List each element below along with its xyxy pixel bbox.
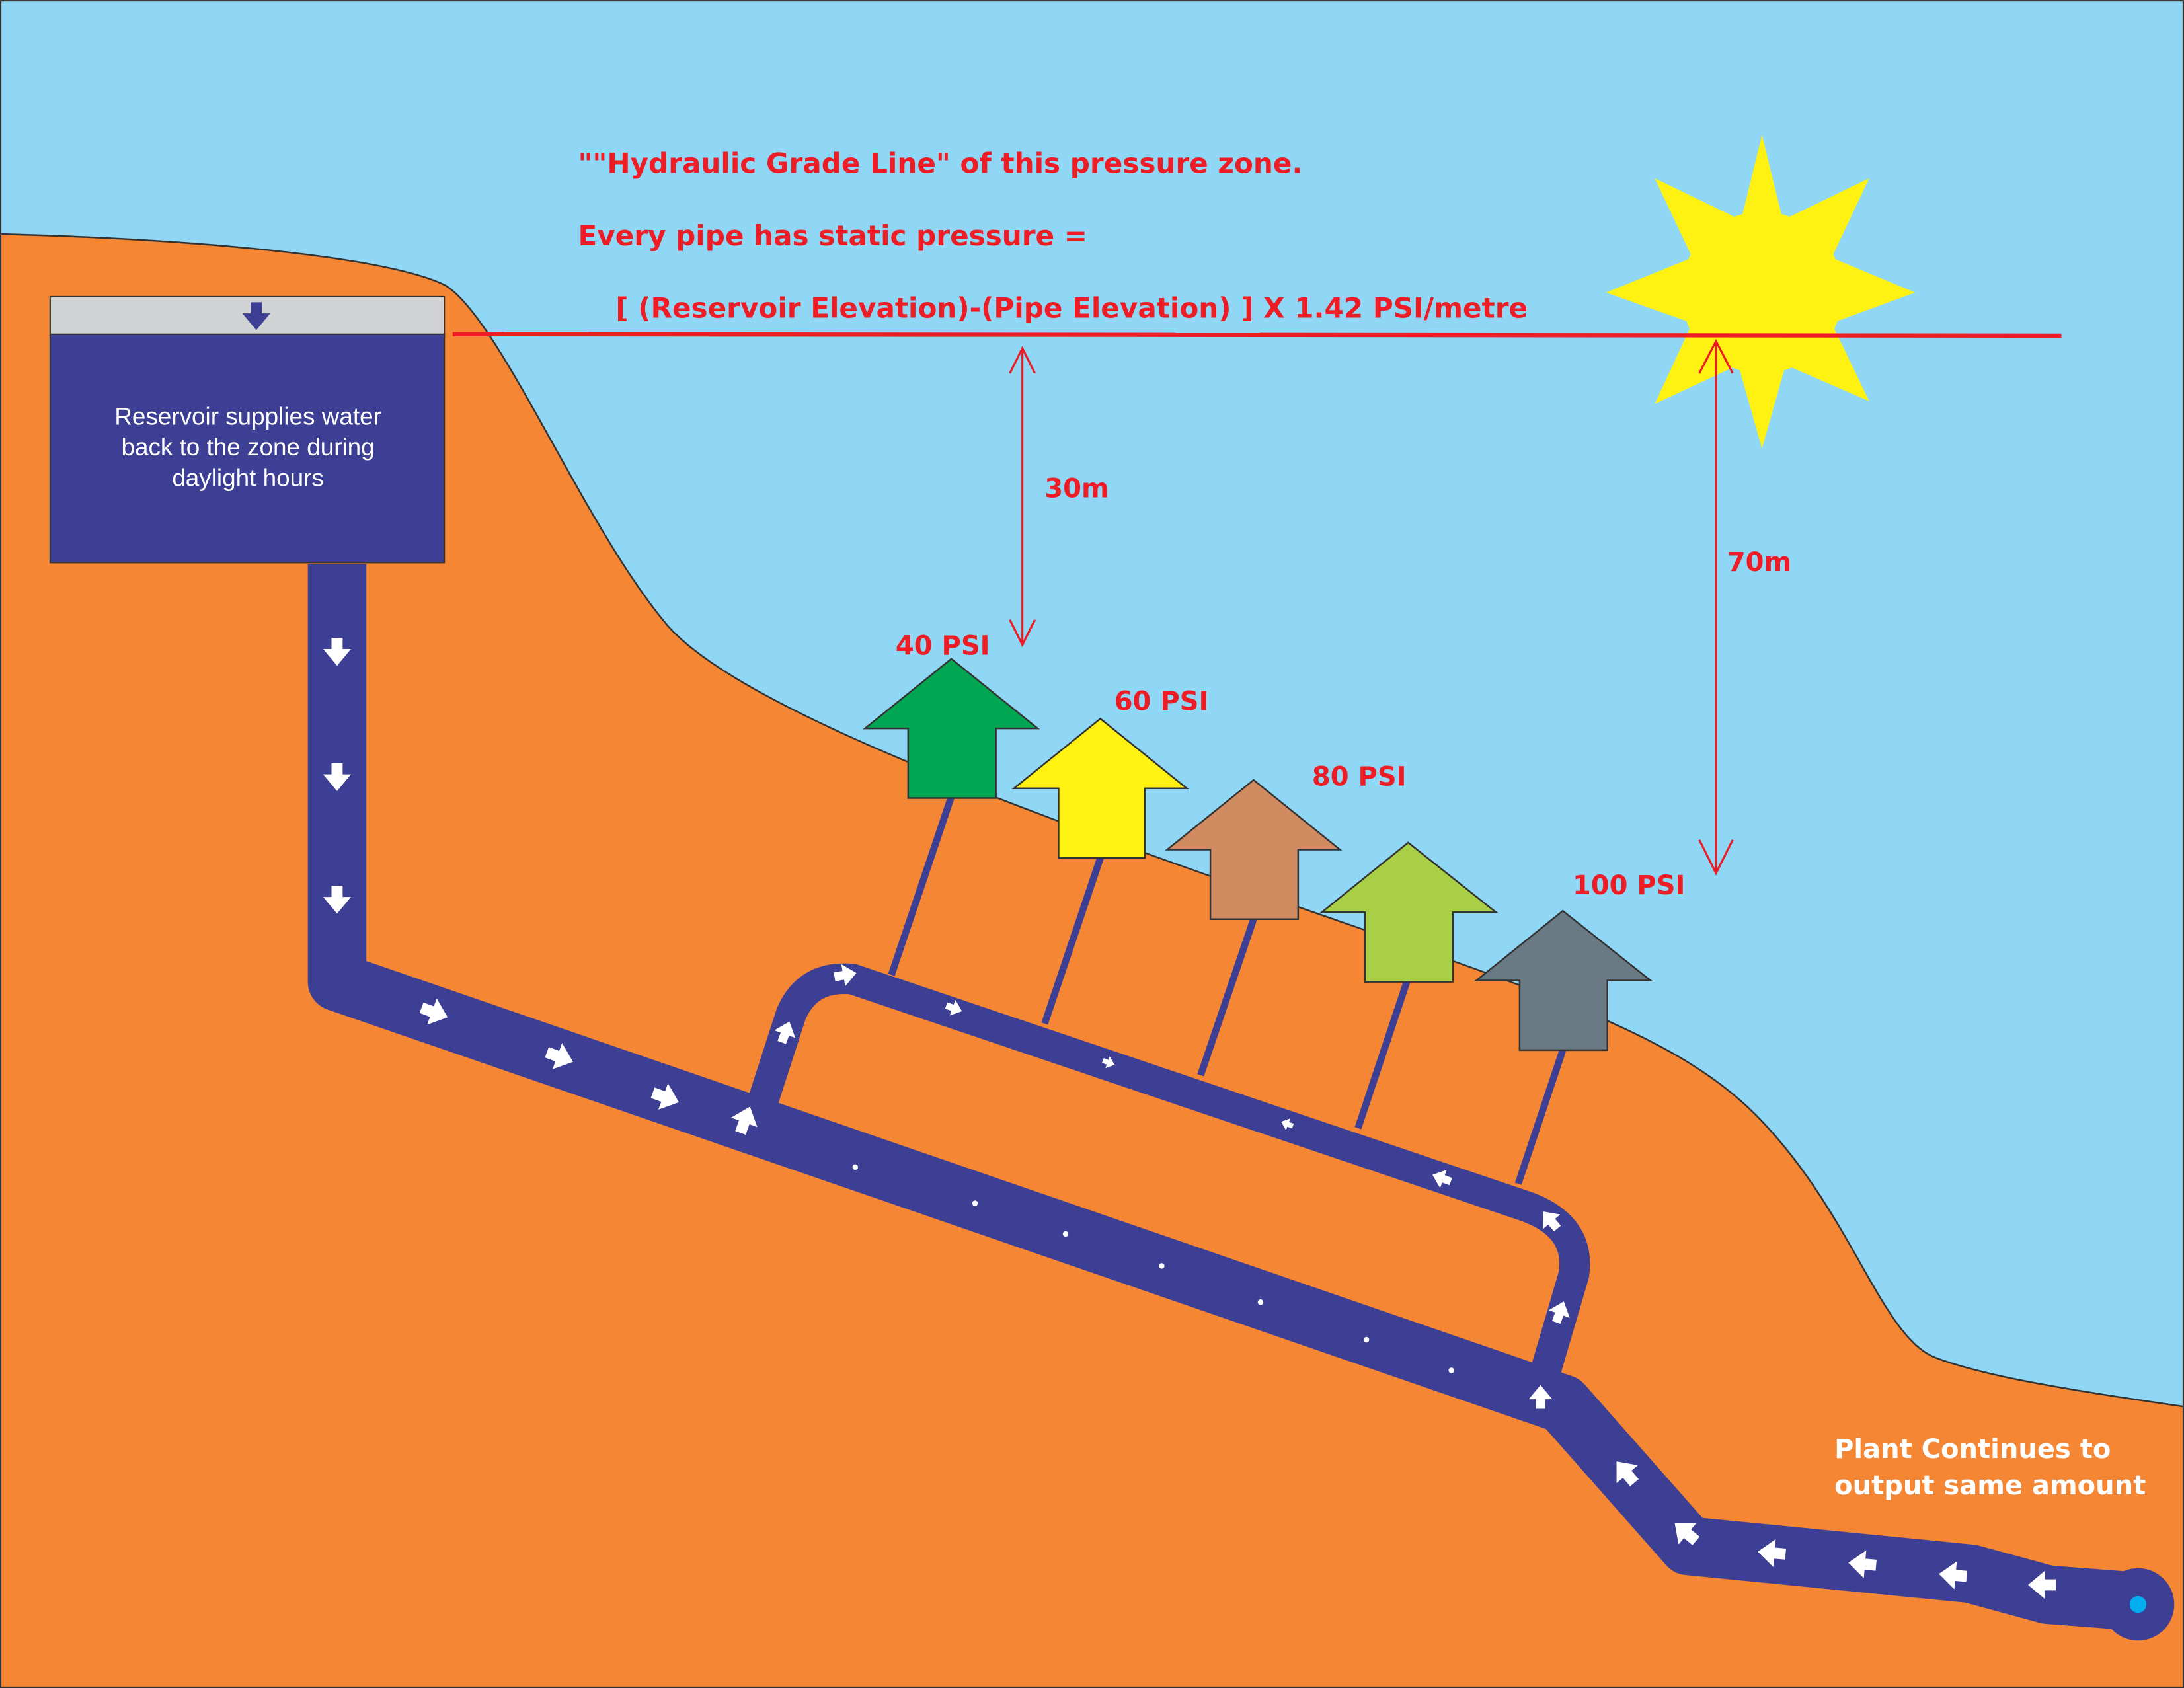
flow-arrow-icon — [1758, 1539, 1787, 1567]
dimension-30m — [1009, 346, 1036, 648]
dimension-70m-label: 70m — [1727, 547, 1791, 578]
flow-arrow-icon — [731, 1106, 758, 1135]
flow-arrow-icon — [1549, 1301, 1570, 1324]
down-arrow-icon — [242, 302, 270, 330]
flow-arrow-icon — [323, 763, 351, 791]
title-line-2: Every pipe has static pressure = — [578, 219, 1087, 252]
hydraulic-grade-line — [452, 332, 2062, 338]
flow-arrow-icon — [1432, 1169, 1452, 1188]
flow-arrow-icon — [1543, 1211, 1561, 1232]
plant-label-line-1: Plant Continues to — [1834, 1434, 2111, 1465]
flow-arrow-icon — [1281, 1118, 1294, 1131]
formula-line: [ (Reservoir Elevation)-(Pipe Elevation)… — [615, 292, 1528, 325]
flow-arrow-icon — [323, 886, 351, 914]
distribution-loop-pipe — [747, 963, 1590, 1383]
sun-icon — [1606, 135, 1916, 449]
flow-arrow-icon — [1528, 1385, 1553, 1409]
dimension-30m-label: 30m — [1044, 473, 1109, 504]
reservoir: Reservoir supplies water back to the zon… — [49, 295, 446, 564]
pressure-arrow-80psi — [1165, 779, 1343, 921]
flow-arrows — [323, 638, 2056, 1599]
flow-arrow-icon — [1939, 1561, 1967, 1590]
flow-arrow-icon — [1674, 1523, 1700, 1545]
hillside-ground — [0, 233, 2184, 1688]
pressure-arrow-60psi — [1011, 717, 1189, 859]
flow-arrow-icon — [1102, 1056, 1115, 1069]
pressure-label-40: 40 PSI — [896, 631, 990, 661]
flow-arrow-icon — [1616, 1461, 1639, 1486]
flow-arrow-icon — [650, 1083, 680, 1110]
pressure-arrow-highest — [1473, 909, 1653, 1052]
pressure-arrow-40psi — [862, 658, 1040, 799]
flow-arrow-icon — [945, 999, 962, 1016]
dimension-70m — [1698, 338, 1734, 876]
pressure-label-80: 80 PSI — [1312, 762, 1407, 792]
reservoir-label-line-1: Reservoir supplies water — [114, 403, 381, 430]
pressure-label-60: 60 PSI — [1114, 687, 1209, 717]
flow-arrow-icon — [323, 638, 351, 666]
flow-arrow-icon — [419, 998, 448, 1025]
main-pipe — [307, 564, 2140, 1631]
reservoir-label-line-3: daylight hours — [172, 464, 324, 491]
flow-arrow-icon — [774, 1021, 796, 1044]
plant-outlet-icon — [2129, 1595, 2147, 1613]
service-lines — [888, 795, 1567, 1185]
title-line-1: ""Hydraulic Grade Line" of this pressure… — [578, 147, 1302, 179]
flow-arrow-icon — [834, 964, 857, 987]
pressure-label-100: 100 PSI — [1573, 870, 1686, 901]
reservoir-label-line-2: back to the zone during — [121, 434, 374, 461]
flow-arrow-icon — [2028, 1570, 2056, 1599]
flow-arrow-icon — [1848, 1550, 1877, 1578]
flow-arrow-icon — [545, 1043, 573, 1069]
plant-label-line-2: output same amount — [1834, 1471, 2146, 1501]
pressure-arrow-100psi — [1319, 841, 1499, 983]
